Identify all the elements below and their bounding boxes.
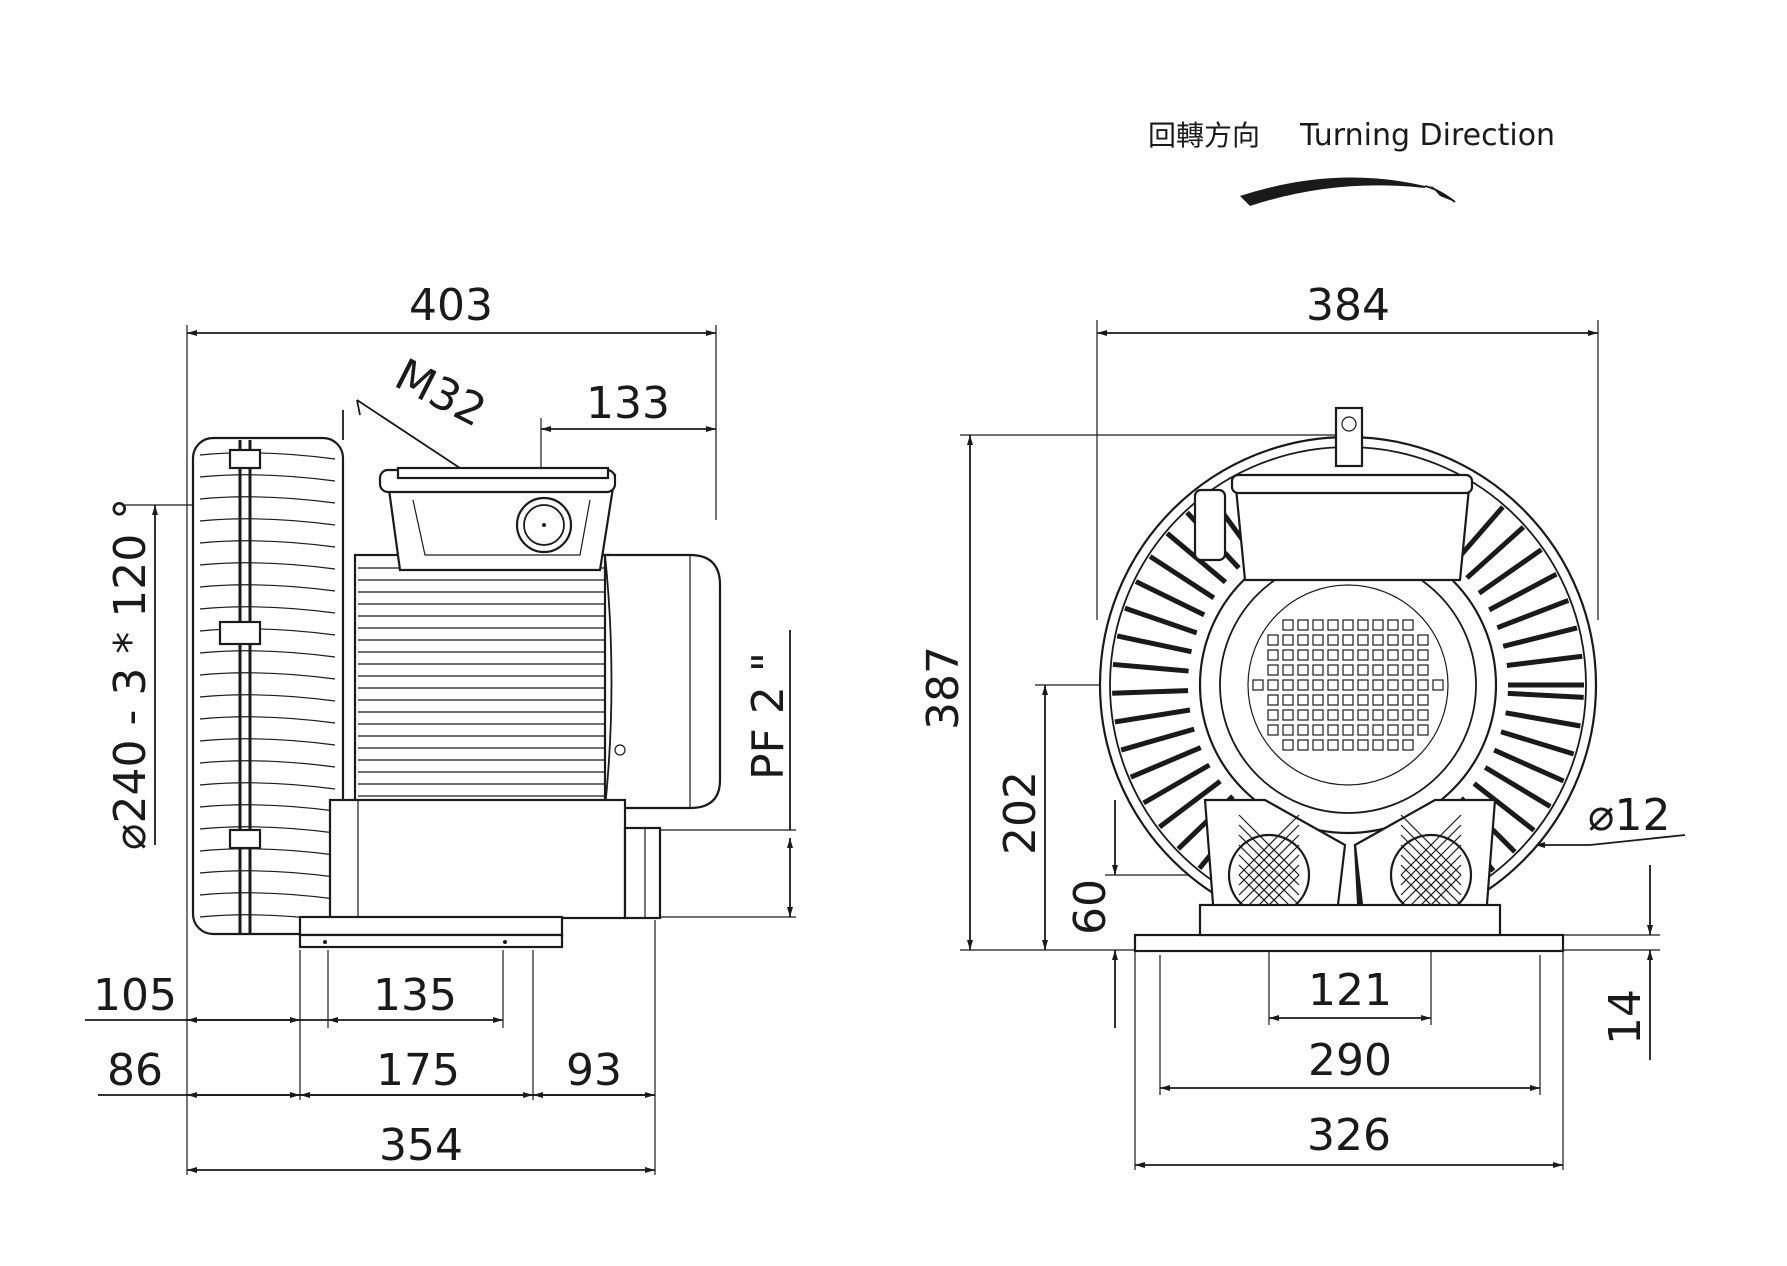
label-m32: M32	[387, 349, 494, 437]
dim-135: 135	[373, 970, 457, 1021]
turning-arrow-icon	[1240, 177, 1456, 206]
dim-105: 105	[93, 970, 177, 1021]
dim-121: 121	[1308, 965, 1392, 1016]
dim-202: 202	[995, 771, 1046, 855]
dim-175: 175	[376, 1045, 460, 1096]
label-240-3x120: ⌀240 - 3 * 120 °	[105, 498, 156, 850]
dim-387: 387	[918, 646, 969, 730]
turning-direction: 回轉方向 Turning Direction	[1148, 118, 1555, 206]
dim-384: 384	[1306, 280, 1390, 331]
side-view: 403 133 M32 ⌀240 - 3 * 120 ° PF 2 "	[85, 280, 796, 1175]
dim-12: ⌀12	[1588, 790, 1670, 841]
front-view: 384 387 202 60 ⌀12 14 121 290	[918, 280, 1686, 1170]
dim-354: 354	[379, 1120, 463, 1171]
dim-326: 326	[1307, 1110, 1391, 1161]
turning-direction-label-en: Turning Direction	[1299, 118, 1555, 153]
blower-side-body	[191, 410, 722, 949]
blower-front-body	[1098, 406, 1598, 953]
dim-403: 403	[409, 280, 493, 331]
dim-86: 86	[107, 1045, 163, 1096]
dim-290: 290	[1308, 1035, 1392, 1086]
dim-60: 60	[1065, 879, 1116, 935]
dim-14: 14	[1600, 989, 1651, 1045]
turning-direction-label-cjk: 回轉方向	[1148, 119, 1260, 152]
label-pf2: PF 2 "	[743, 652, 794, 780]
dim-93: 93	[566, 1045, 622, 1096]
dim-133: 133	[586, 378, 670, 429]
